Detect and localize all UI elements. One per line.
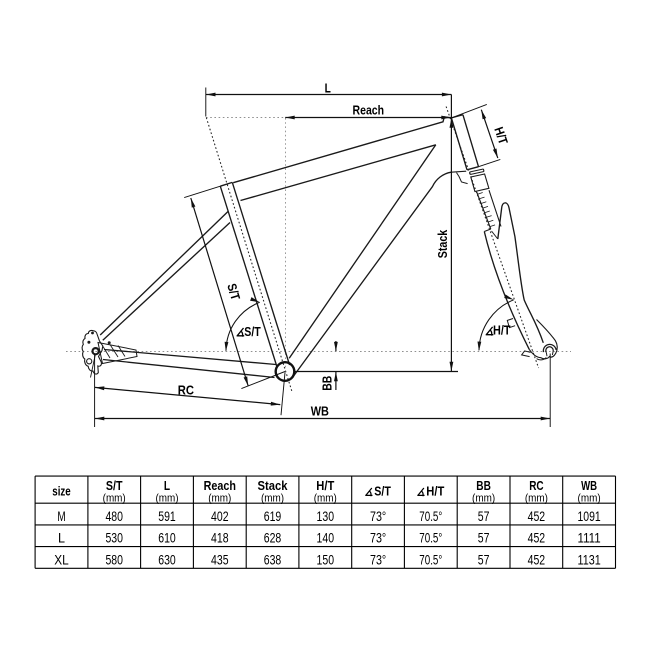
svg-text:418: 418 — [211, 530, 229, 546]
svg-text:130: 130 — [317, 508, 335, 524]
svg-text:WB: WB — [311, 405, 329, 419]
svg-text:S/T: S/T — [244, 325, 261, 339]
svg-text:H/T: H/T — [316, 479, 334, 493]
svg-text:S/T: S/T — [374, 484, 391, 498]
svg-text:150: 150 — [317, 551, 335, 567]
svg-text:L: L — [325, 81, 331, 95]
svg-text:XL: XL — [54, 551, 69, 567]
svg-text:(mm): (mm) — [472, 493, 495, 505]
svg-text:(mm): (mm) — [525, 493, 548, 505]
svg-text:1091: 1091 — [578, 508, 601, 524]
svg-text:1131: 1131 — [578, 551, 601, 567]
svg-text:70.5°: 70.5° — [419, 551, 442, 567]
svg-text:630: 630 — [158, 551, 176, 567]
svg-text:57: 57 — [478, 530, 490, 546]
svg-text:610: 610 — [158, 530, 176, 546]
svg-text:(mm): (mm) — [208, 493, 231, 505]
svg-text:(mm): (mm) — [155, 493, 178, 505]
svg-text:Reach: Reach — [353, 104, 385, 118]
svg-text:57: 57 — [478, 551, 490, 567]
svg-text:S/T: S/T — [106, 479, 123, 493]
svg-text:480: 480 — [105, 508, 123, 524]
svg-text:(mm): (mm) — [578, 493, 601, 505]
svg-text:M: M — [57, 508, 65, 524]
svg-text:402: 402 — [211, 508, 229, 524]
svg-text:(mm): (mm) — [103, 493, 126, 505]
svg-text:(mm): (mm) — [314, 493, 337, 505]
svg-text:70.5°: 70.5° — [419, 508, 442, 524]
svg-text:452: 452 — [528, 508, 546, 524]
svg-text:H/T: H/T — [493, 324, 511, 338]
svg-text:H/T: H/T — [426, 484, 444, 498]
svg-text:628: 628 — [264, 530, 282, 546]
svg-text:591: 591 — [158, 508, 176, 524]
svg-text:435: 435 — [211, 551, 229, 567]
svg-text:Reach: Reach — [204, 479, 236, 493]
svg-text:73°: 73° — [370, 551, 386, 567]
svg-text:57: 57 — [478, 508, 490, 524]
svg-text:S/T: S/T — [224, 282, 242, 302]
svg-text:1111: 1111 — [578, 530, 601, 546]
svg-text:size: size — [52, 484, 71, 498]
svg-text:(mm): (mm) — [261, 493, 284, 505]
svg-text:L: L — [58, 530, 65, 546]
svg-text:BB: BB — [321, 376, 335, 391]
svg-text:RC: RC — [529, 479, 543, 493]
svg-text:73°: 73° — [370, 508, 386, 524]
svg-text:70.5°: 70.5° — [419, 530, 442, 546]
svg-text:452: 452 — [528, 551, 546, 567]
svg-text:580: 580 — [105, 551, 123, 567]
svg-text:H/T: H/T — [491, 125, 510, 146]
svg-text:140: 140 — [317, 530, 335, 546]
svg-text:BB: BB — [476, 479, 491, 493]
svg-text:RC: RC — [178, 383, 194, 397]
svg-text:Stack: Stack — [258, 479, 289, 493]
svg-text:WB: WB — [581, 479, 597, 493]
svg-text:638: 638 — [264, 551, 282, 567]
svg-text:L: L — [164, 479, 170, 493]
svg-text:530: 530 — [105, 530, 123, 546]
svg-text:619: 619 — [264, 508, 282, 524]
svg-text:452: 452 — [528, 530, 546, 546]
svg-text:73°: 73° — [370, 530, 386, 546]
svg-text:Stack: Stack — [436, 229, 450, 258]
